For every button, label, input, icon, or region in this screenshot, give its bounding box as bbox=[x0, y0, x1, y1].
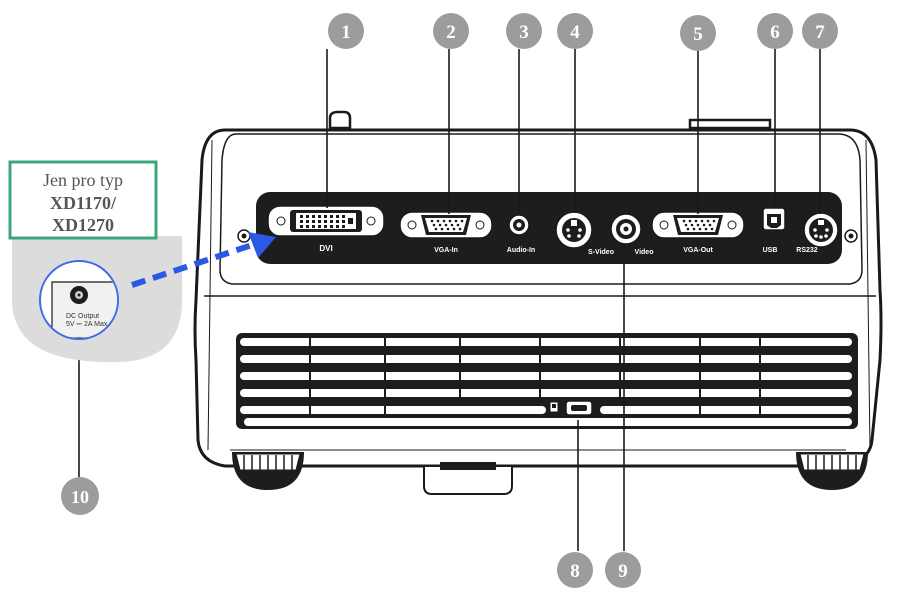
note-line-2: XD1170/ bbox=[50, 193, 117, 213]
dc-output-inset bbox=[12, 236, 182, 363]
rs232-port bbox=[803, 212, 839, 248]
dc-output-rating: 5V ⎓ 2A Max. bbox=[66, 321, 109, 328]
vga-out-port bbox=[651, 211, 745, 239]
callout-4: 4 bbox=[557, 13, 593, 49]
port-label-rs232: RS232 bbox=[796, 247, 818, 254]
callout-4-label: 4 bbox=[570, 22, 580, 43]
kensington-lock-slot bbox=[549, 400, 593, 416]
callout-3-label: 3 bbox=[519, 22, 529, 43]
callout-6-label: 6 bbox=[770, 22, 780, 43]
callout-1-label: 1 bbox=[341, 22, 351, 43]
callout-2: 2 bbox=[433, 13, 469, 49]
right-foot bbox=[796, 452, 868, 490]
port-label-vga-in: VGA-In bbox=[434, 247, 458, 254]
vent-grille bbox=[236, 333, 858, 429]
note-line-3: XD1270 bbox=[52, 215, 114, 235]
callout-8: 8 bbox=[557, 552, 593, 588]
audio-in-port bbox=[508, 214, 530, 236]
dc-output-label: DC Output bbox=[66, 313, 99, 320]
callout-9-label: 9 bbox=[618, 561, 628, 582]
port-label-usb: USB bbox=[763, 247, 778, 254]
callout-5-label: 5 bbox=[693, 24, 703, 45]
callout-10-label: 10 bbox=[71, 487, 89, 507]
s-video-port bbox=[555, 211, 593, 249]
port-label-audio-in: Audio-In bbox=[507, 247, 535, 254]
callout-7-label: 7 bbox=[815, 22, 825, 43]
usb-port bbox=[762, 207, 786, 231]
video-port bbox=[610, 213, 642, 245]
note-line-1: Jen pro typ bbox=[43, 170, 123, 190]
callout-5: 5 bbox=[680, 15, 716, 51]
connector-panel bbox=[237, 192, 858, 264]
callout-9: 9 bbox=[605, 552, 641, 588]
center-foot bbox=[423, 462, 513, 495]
callout-1: 1 bbox=[328, 13, 364, 49]
vga-in-port bbox=[399, 211, 493, 239]
connection-arrow bbox=[131, 232, 276, 288]
callout-3: 3 bbox=[506, 13, 542, 49]
leader-lines bbox=[78, 49, 821, 551]
port-label-video: Video bbox=[635, 249, 654, 256]
left-foot bbox=[232, 452, 304, 490]
model-note-box bbox=[8, 160, 158, 240]
callout-6: 6 bbox=[757, 13, 793, 49]
port-label-dvi: DVI bbox=[319, 244, 332, 253]
callout-7: 7 bbox=[802, 13, 838, 49]
callout-2-label: 2 bbox=[446, 22, 456, 43]
port-label-vga-out: VGA-Out bbox=[683, 247, 713, 254]
port-label-s-video: S-Video bbox=[588, 249, 614, 256]
callout-10: 10 bbox=[61, 477, 99, 515]
dvi-port bbox=[267, 205, 385, 237]
callout-8-label: 8 bbox=[570, 561, 580, 582]
